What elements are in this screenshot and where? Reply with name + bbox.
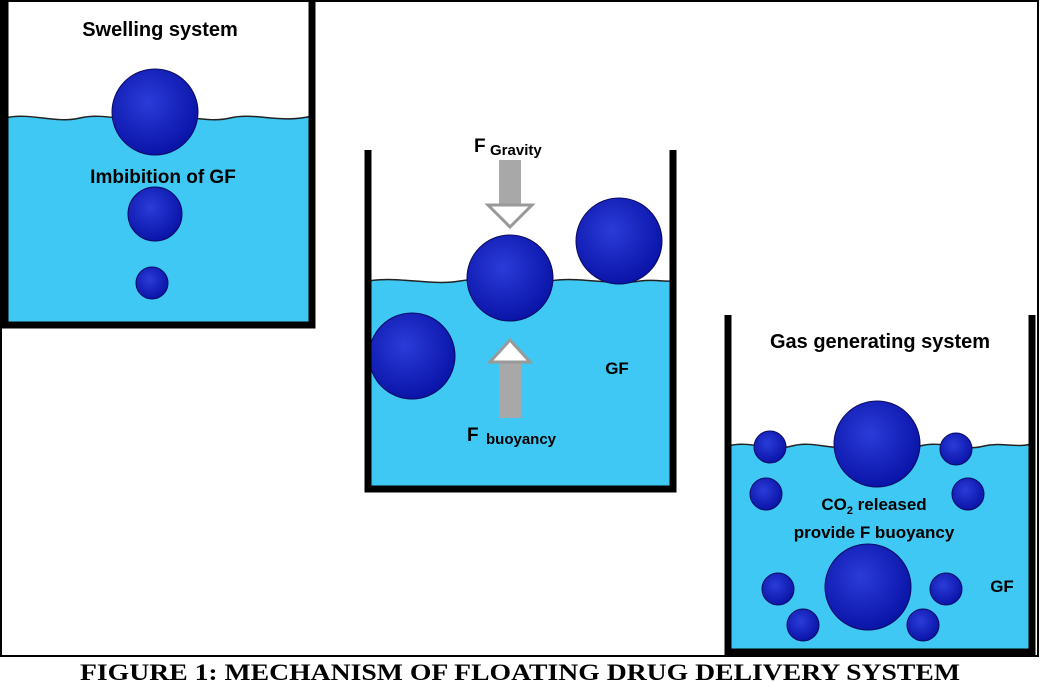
swelling-system-panel: Swelling system Imbibition of GF	[1, 2, 316, 329]
gas-gf-label: GF	[990, 577, 1014, 596]
forces-panel: F Gravity F buoyancy GF	[364, 136, 677, 493]
figure-frame	[0, 0, 1039, 657]
co2-bubble	[753, 430, 787, 464]
buoyancy-label: buoyancy	[486, 431, 557, 448]
floating-tablet-sphere	[833, 400, 921, 488]
provide-buoyancy-label: provide F buoyancy	[794, 523, 955, 542]
floating-sphere-center	[466, 234, 554, 322]
swollen-sphere-large	[111, 68, 199, 156]
figure-caption: FIGURE 1: MECHANISM OF FLOATING DRUG DEL…	[80, 660, 960, 682]
gas-title: Gas generating system	[770, 331, 990, 353]
swelling-container	[1, 2, 316, 329]
submerged-sphere-left	[368, 312, 456, 400]
buoyancy-arrow-head	[486, 337, 534, 364]
gas-generating-panel: Gas generating system CO2 released provi…	[724, 315, 1036, 656]
floating-sphere-right	[575, 197, 663, 285]
co2-rest: released	[853, 495, 927, 514]
co2-bubble	[761, 572, 795, 606]
dry-sphere-small	[135, 266, 169, 300]
swelling-title: Swelling system	[82, 19, 238, 41]
co2-bubble	[749, 477, 783, 511]
forces-container	[364, 150, 677, 493]
imbibition-label: Imbibition of GF	[90, 167, 236, 188]
co2-bubble	[939, 432, 973, 466]
co2-bubble	[929, 572, 963, 606]
buoyancy-arrow-shaft	[499, 362, 521, 418]
co2-main: CO	[821, 495, 847, 514]
swelling-sphere-medium	[127, 186, 183, 242]
co2-bubble	[906, 608, 940, 642]
co2-bubble	[951, 477, 985, 511]
buoyancy-prefix: F	[467, 425, 479, 446]
gas-generating-tablet-sphere	[824, 543, 912, 631]
co2-released-label: CO2 released	[821, 495, 926, 517]
gravity-arrow-head	[484, 203, 536, 230]
co2-bubble	[786, 608, 820, 642]
gas-container	[724, 315, 1036, 656]
gravity-label: Gravity	[490, 142, 542, 159]
middle-gf-label: GF	[605, 359, 629, 378]
gravity-prefix: F	[474, 136, 486, 157]
co2-subscript: 2	[847, 505, 853, 517]
gravity-arrow-shaft	[499, 160, 521, 206]
